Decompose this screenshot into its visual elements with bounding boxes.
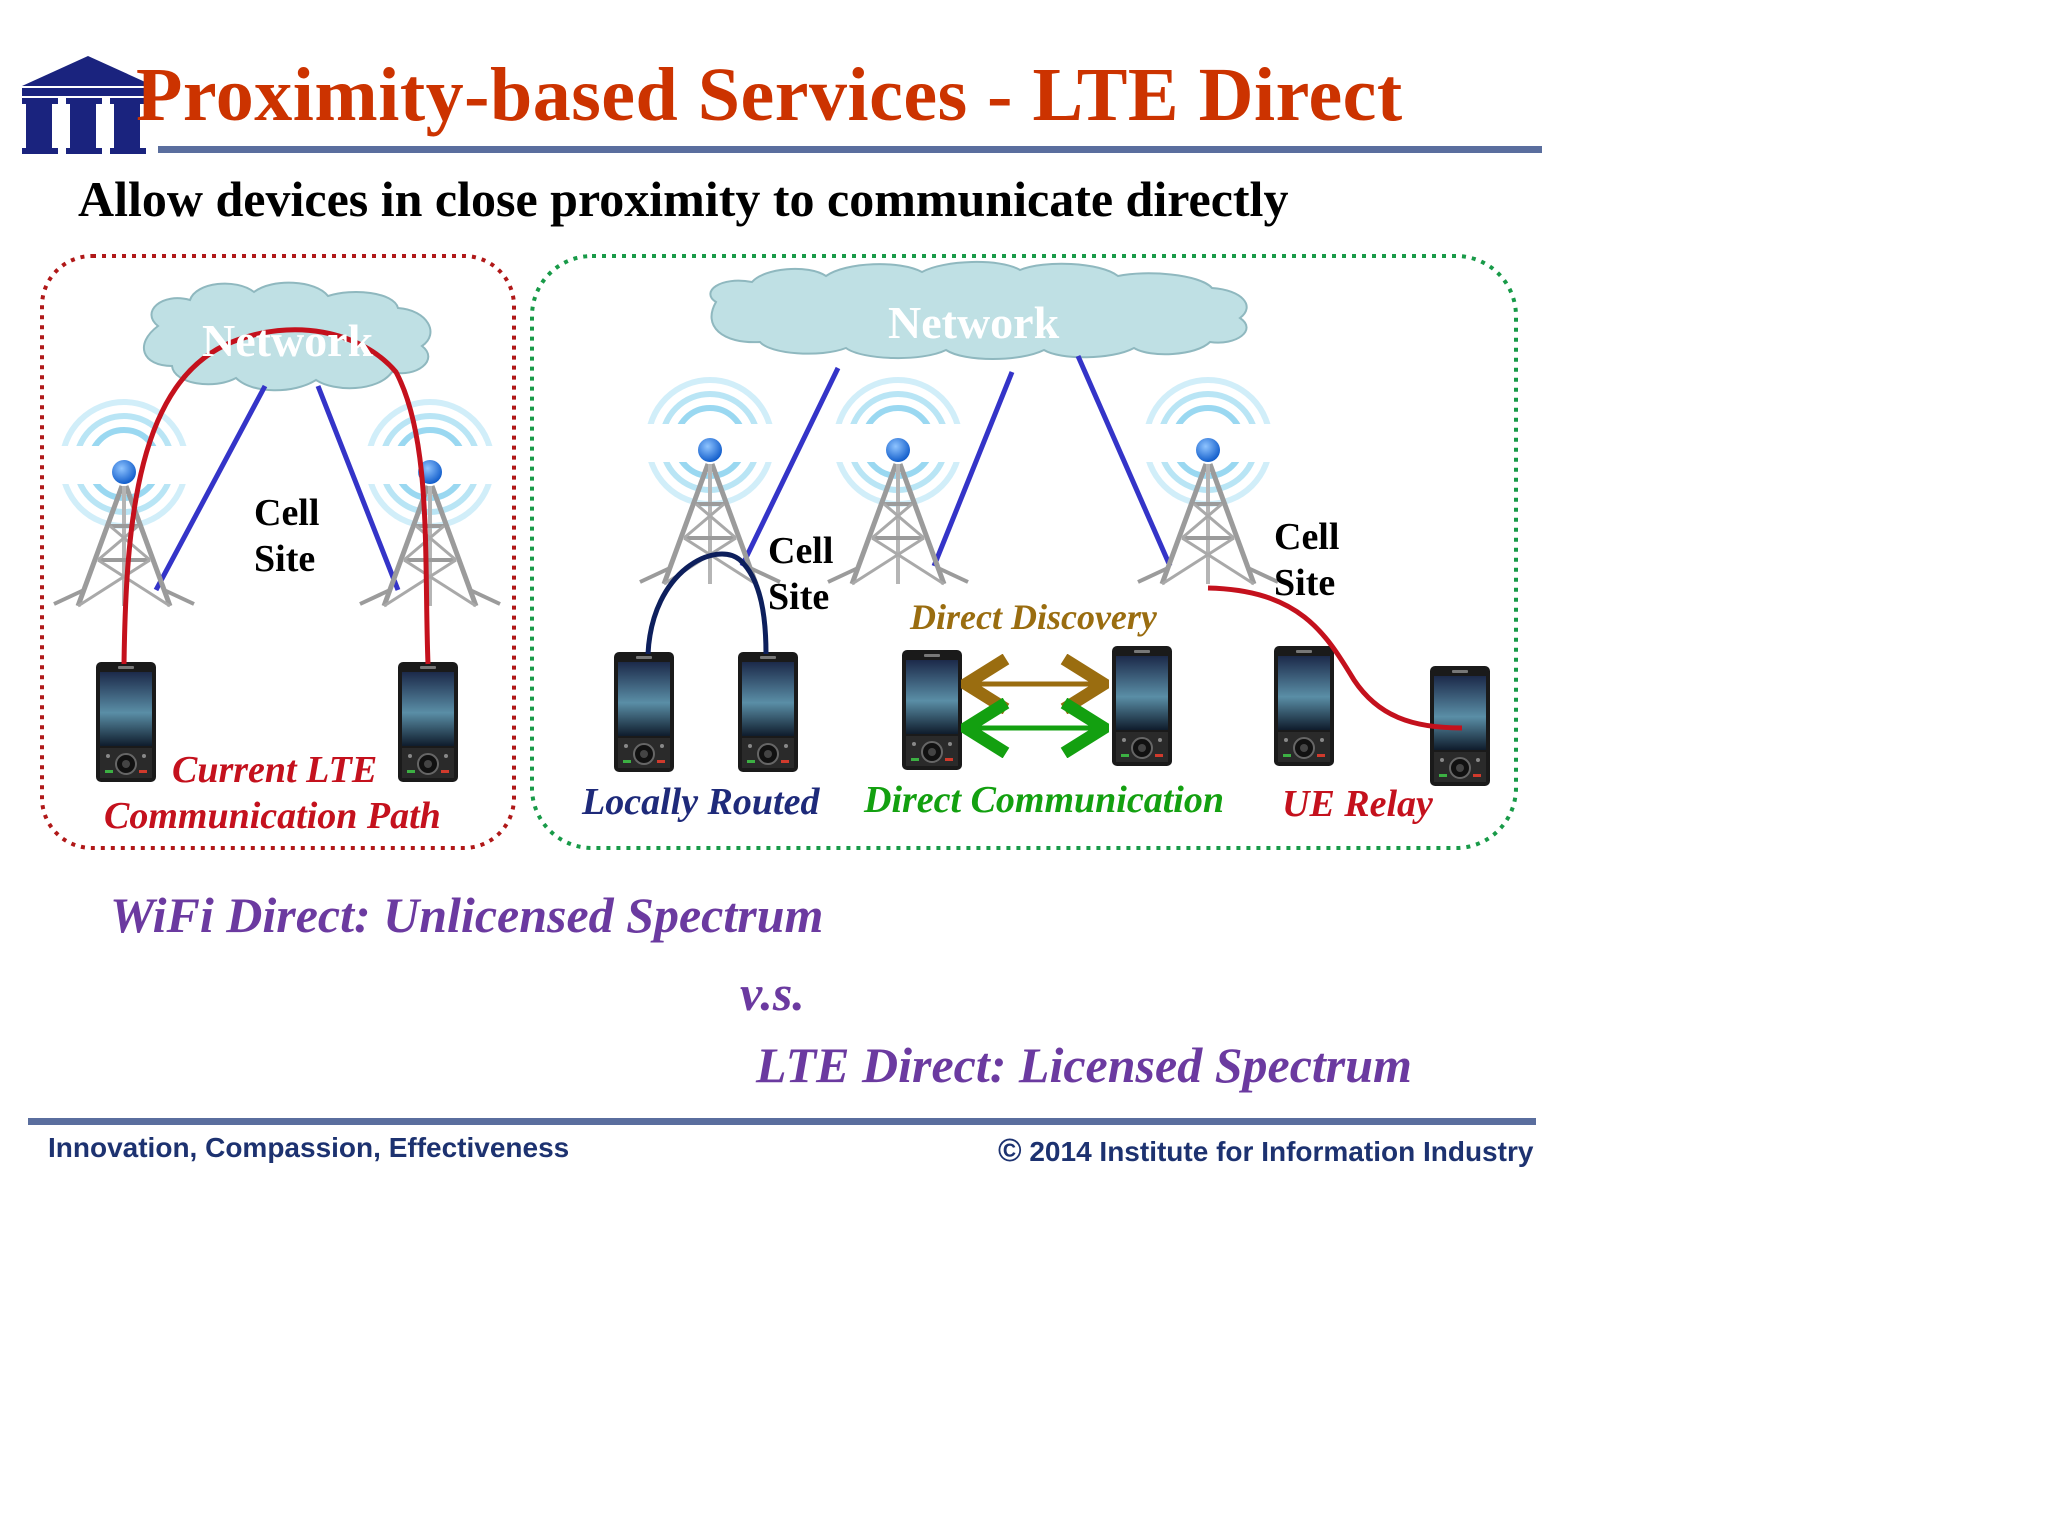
site-word: Site [254,538,316,580]
cell-word: Cell [768,530,834,572]
left-network-label: Network [202,315,374,366]
right-cell-site-label-2: Cell Site [1274,514,1339,606]
wifi-direct-text: WiFi Direct: Unlicensed Spectrum [110,887,824,943]
phone-left-2 [397,661,459,783]
left-link-2 [315,385,401,591]
phone-direct-2 [1111,645,1173,767]
ue-relay-path [1207,585,1463,731]
right-cell-site-label-1: Cell Site [768,528,833,620]
cell-tower-right-3 [1138,380,1278,584]
right-dashed-frame [530,254,1518,850]
cell-tower-left-1 [54,402,194,606]
current-lte-caption-line1: Current LTE [172,749,378,791]
right-network-label: Network [888,297,1060,348]
right-link-1 [739,366,841,568]
slide-subtitle: Allow devices in close proximity to comm… [78,171,1289,227]
left-link-1 [153,384,268,592]
ue-relay-caption: UE Relay [1282,783,1433,825]
phone-relay-1 [1273,645,1335,767]
footer-rule [28,1118,1536,1125]
locally-routed-path [645,551,769,655]
right-link-3 [1075,354,1173,568]
left-cloud [142,281,432,392]
cell-word: Cell [1274,516,1340,558]
site-word: Site [1274,562,1336,604]
site-word: Site [768,576,830,618]
institute-logo [22,56,154,154]
right-link-2 [931,371,1015,567]
locally-routed-caption: Locally Routed [582,781,820,823]
cell-tower-left-2 [360,402,500,606]
phone-left-1 [95,661,157,783]
footer-copyright: © 2014 Institute for Information Industr… [998,1132,1533,1169]
right-cloud [709,260,1248,360]
current-lte-path [121,327,431,665]
title-underline [158,146,1542,153]
cell-word: Cell [254,492,320,534]
copyright-text: 2014 Institute for Information Industry [1029,1136,1534,1167]
versus-text: v.s. [740,965,805,1021]
lte-direct-text: LTE Direct: Licensed Spectrum [756,1037,1412,1093]
left-cell-site-label: Cell Site [254,490,319,582]
cell-tower-right-2 [828,380,968,584]
phone-locally-routed-1 [613,651,675,773]
footer-motto: Innovation, Compassion, Effectiveness [48,1132,570,1163]
phone-locally-routed-2 [737,651,799,773]
current-lte-caption-line2: Communication Path [104,795,441,837]
direct-discovery-caption: Direct Discovery [910,597,1157,637]
copyright-icon: © [998,1132,1022,1168]
phone-direct-1 [901,649,963,771]
direct-communication-caption: Direct Communication [864,779,1224,821]
diagram-canvas [22,56,1542,1125]
slide-title: Proximity-based Services - LTE Direct [136,53,1403,137]
